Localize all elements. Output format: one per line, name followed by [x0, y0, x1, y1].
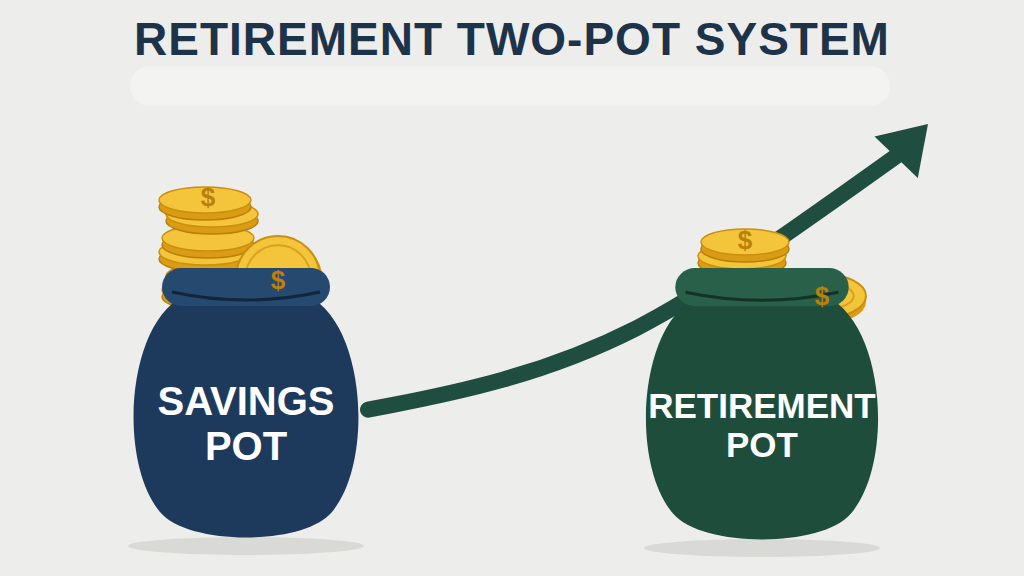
pot-label: RETIREMENT POT — [644, 386, 880, 464]
pot: SAVINGS POT — [122, 262, 370, 546]
title: RETIREMENT TWO-POT SYSTEM — [0, 12, 1024, 66]
coin-symbol: $ — [201, 184, 215, 210]
arrow-head — [875, 124, 928, 178]
coin-symbol: $ — [271, 267, 285, 293]
pot-shadow — [128, 537, 364, 555]
faint-band — [130, 66, 890, 106]
pot-shadow — [644, 539, 880, 557]
coin-symbol: $ — [815, 283, 829, 309]
pot: RETIREMENT POT — [634, 262, 890, 548]
pot-label: SAVINGS POT — [141, 379, 351, 469]
coin-symbol: $ — [738, 227, 752, 253]
